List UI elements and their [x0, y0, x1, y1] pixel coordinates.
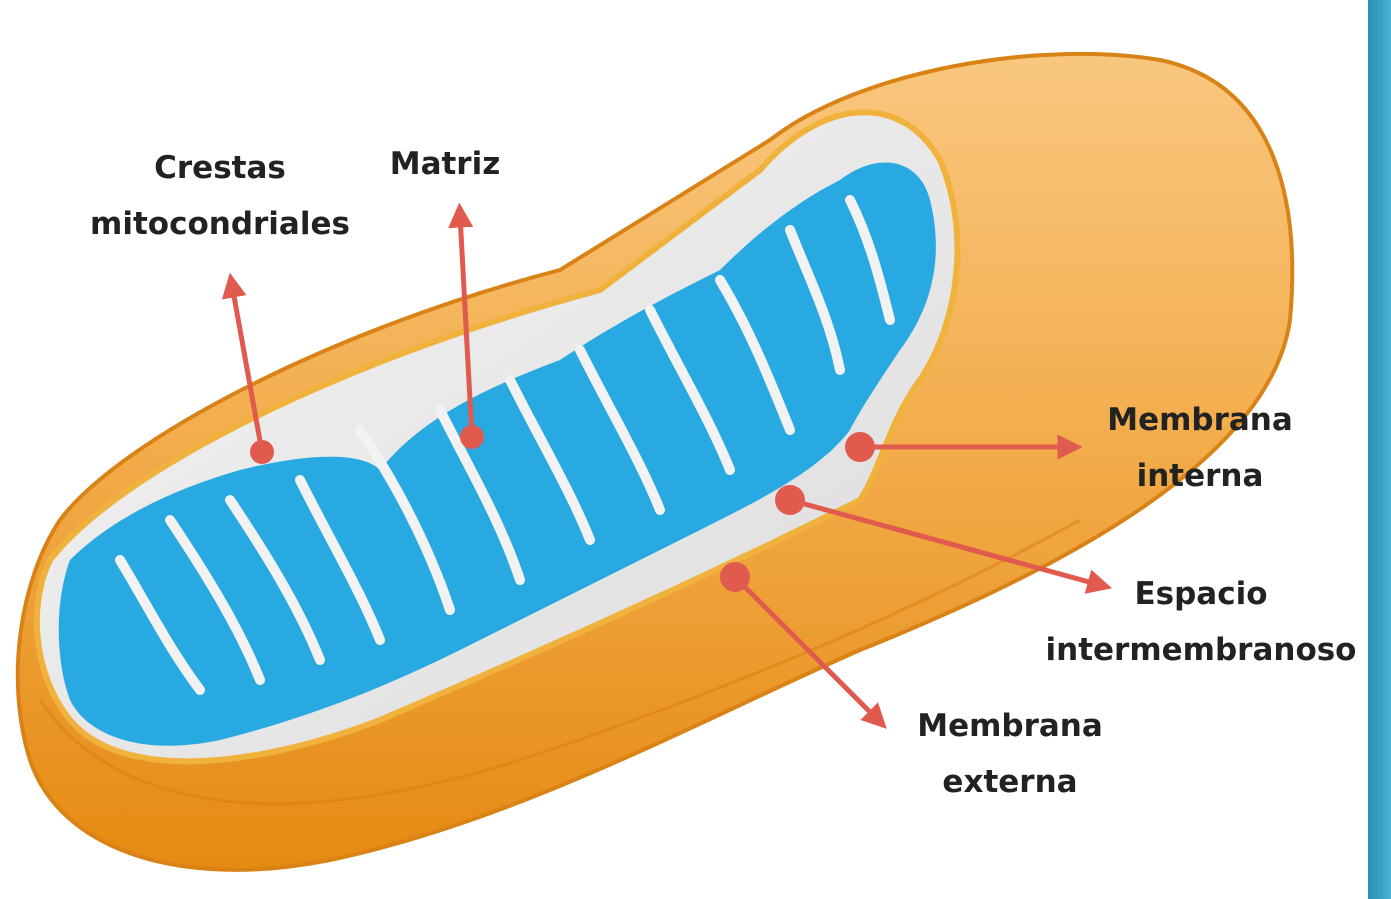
label-membrana-interna: Membrana interna	[1100, 392, 1300, 504]
label-matriz: Matriz	[380, 136, 510, 192]
label-espacio-intermembranoso: Espacio intermembranoso	[1040, 566, 1362, 678]
side-accent-strip	[1368, 0, 1391, 899]
label-membrana-externa: Membrana externa	[910, 698, 1110, 810]
label-crestas-mitocondriales: Crestas mitocondriales	[80, 140, 360, 252]
